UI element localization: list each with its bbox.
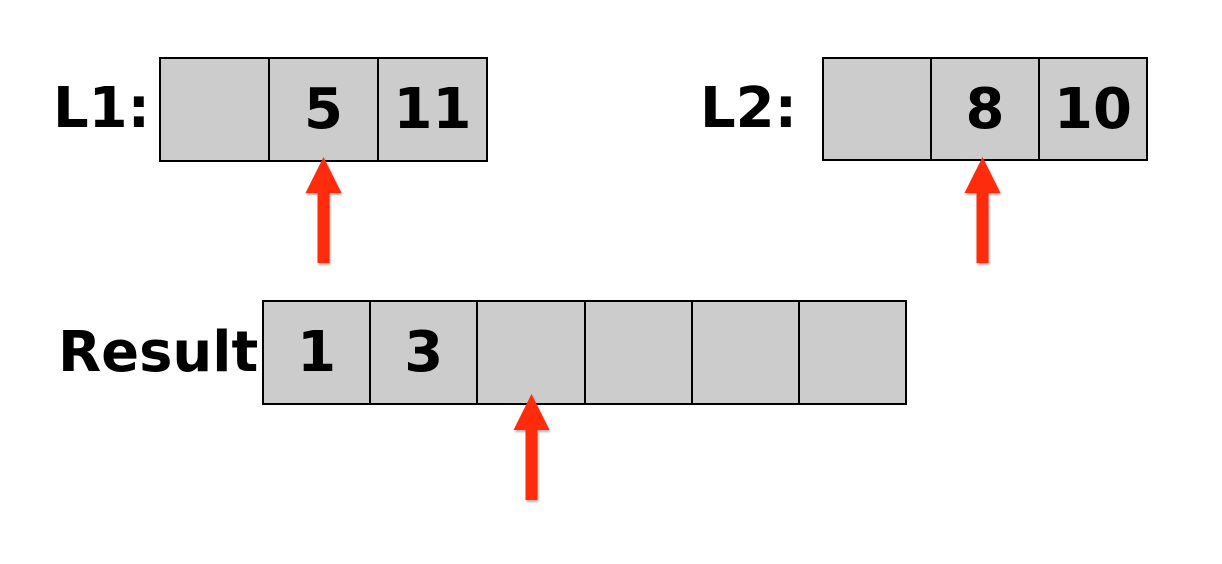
result-array: 1 3	[262, 300, 907, 405]
result-cell-4	[690, 302, 798, 403]
l1-cell-0	[161, 59, 268, 160]
l1-label: L1:	[53, 76, 151, 141]
l2-label: L2:	[700, 76, 798, 141]
l1-cell-1: 5	[268, 59, 377, 160]
l2-cell-1: 8	[930, 59, 1038, 159]
l2-cell-0	[824, 59, 930, 159]
result-cell-2	[476, 302, 584, 403]
result-label: Result:	[58, 320, 281, 385]
result-up-arrow-icon	[513, 394, 550, 500]
l2-up-arrow-icon	[964, 157, 1001, 263]
l1-array: 5 11	[159, 57, 488, 162]
l2-array: 8 10	[822, 57, 1148, 161]
result-cell-5	[797, 302, 906, 403]
l1-cell-2: 11	[377, 59, 486, 160]
l2-cell-2: 10	[1038, 59, 1146, 159]
result-cell-0: 1	[264, 302, 370, 403]
result-cell-3	[583, 302, 691, 403]
l1-up-arrow-icon	[305, 157, 342, 263]
result-cell-1: 3	[369, 302, 477, 403]
